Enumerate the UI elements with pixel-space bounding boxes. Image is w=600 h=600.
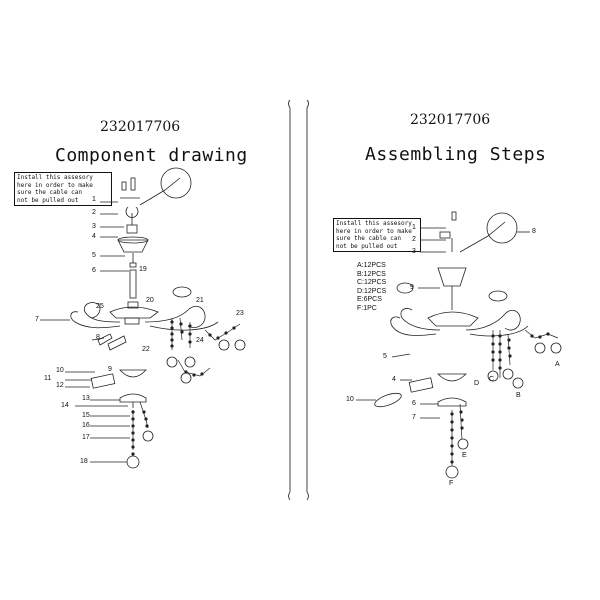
left-title: Component drawing — [55, 145, 248, 166]
left-label-11: 11 — [44, 375, 52, 382]
right-label-10: 10 — [346, 396, 354, 403]
right-title: Assembling Steps — [365, 144, 547, 165]
left-label-10: 10 — [56, 367, 64, 374]
right-letter-c: C — [489, 376, 495, 383]
left-label-9: 9 — [108, 366, 112, 373]
right-letter-d: D — [474, 380, 480, 387]
left-label-1: 1 — [92, 196, 96, 203]
left-model-code: 232017706 — [100, 119, 181, 135]
right-letter-b: B — [516, 392, 521, 399]
left-label-17: 17 — [82, 434, 90, 441]
right-label-4: 4 — [392, 376, 396, 383]
left-label-22: 22 — [142, 346, 150, 353]
left-label-18: 18 — [80, 458, 88, 465]
right-label-1: 1 — [412, 224, 416, 231]
left-label-19: 19 — [139, 266, 147, 273]
right-label-8: 8 — [532, 228, 536, 235]
left-label-16: 16 — [82, 422, 90, 429]
right-label-7: 7 — [412, 414, 416, 421]
left-label-25: 25 — [96, 303, 104, 310]
left-label-5: 5 — [92, 252, 96, 259]
right-label-6: 6 — [412, 400, 416, 407]
right-label-5: 5 — [383, 353, 387, 360]
left-label-2: 2 — [92, 209, 96, 216]
left-label-15: 15 — [82, 412, 90, 419]
right-letter-f: F — [449, 480, 454, 487]
right-label-2: 2 — [412, 236, 416, 243]
right-model-code: 232017706 — [410, 112, 491, 128]
left-label-24: 24 — [196, 337, 204, 344]
left-label-20: 20 — [146, 297, 154, 304]
left-label-23: 23 — [236, 310, 244, 317]
right-letter-a: A — [555, 361, 560, 368]
right-label-3: 3 — [412, 248, 416, 255]
left-label-7: 7 — [35, 316, 39, 323]
left-label-6: 6 — [92, 267, 96, 274]
left-label-3: 3 — [92, 223, 96, 230]
left-label-13: 13 — [82, 395, 90, 402]
right-label-9: 9 — [410, 284, 414, 291]
right-letter-e: E — [462, 452, 467, 459]
left-label-12: 12 — [56, 382, 64, 389]
left-label-21: 21 — [196, 297, 204, 304]
left-label-4: 4 — [92, 233, 96, 240]
left-label-14: 14 — [61, 402, 69, 409]
left-label-8: 8 — [96, 334, 100, 341]
